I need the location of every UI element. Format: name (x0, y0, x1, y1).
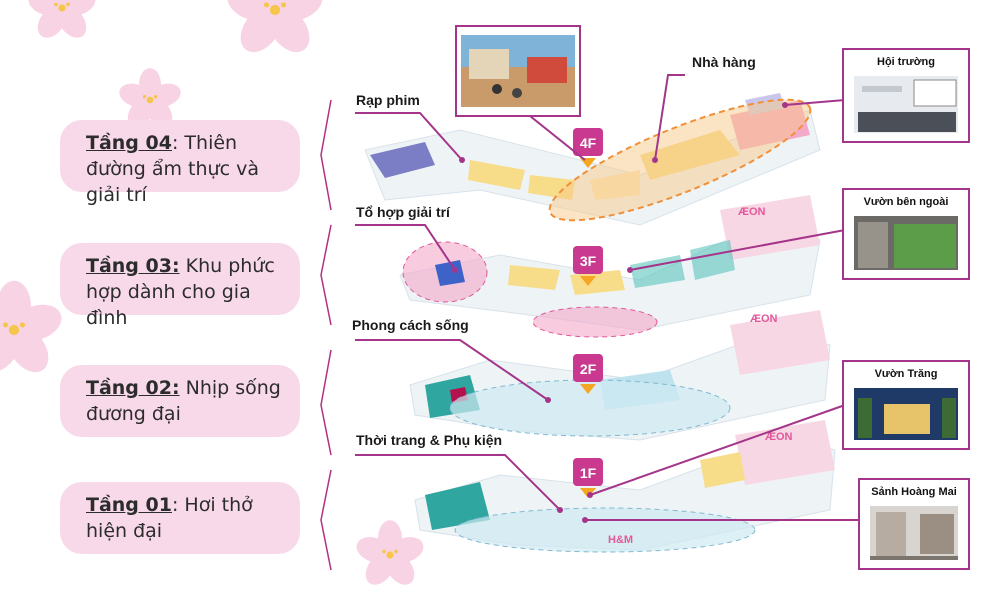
photo-caption: Sảnh Hoàng Mai (871, 486, 957, 498)
photo-lobby: Sảnh Hoàng Mai (858, 478, 970, 570)
callout-cinema: Rạp phim (356, 92, 420, 108)
store-logo-aeon: ÆON (750, 313, 778, 325)
floor-number: Tầng 04 (86, 132, 172, 154)
separator: : (171, 132, 179, 154)
callout-entertainment: Tổ hợp giải trí (356, 204, 450, 220)
photo-caption: Hội trường (877, 56, 935, 68)
floor-badge-1: 1F (573, 458, 603, 498)
floor-badges: 4F 3F 2F 1F (573, 128, 603, 498)
store-logo-aeon: ÆON (738, 206, 766, 218)
callout-lifestyle: Phong cách sống (352, 317, 469, 333)
svg-text:1F: 1F (580, 465, 597, 481)
store-logo-aeon: ÆON (765, 431, 793, 443)
hall-image (854, 76, 958, 133)
photo-caption: Vườn bên ngoài (863, 196, 949, 208)
floor-badge-3: 3F (573, 246, 603, 286)
floor-plans: ÆON ÆON ÆON H&M (364, 93, 836, 553)
floor-card-4: Tầng 04: Thiên đường ẩm thực và giải trí (60, 120, 300, 206)
floor-2-plan (409, 310, 831, 441)
lobby-image (870, 506, 958, 560)
floor-number: Tầng 02: (86, 377, 180, 399)
moon-garden-image (854, 388, 958, 440)
floor-number: Tầng 01 (86, 494, 172, 516)
floor-description: Thiên đường ẩm thực và giải trí (86, 132, 259, 206)
photo-caption: Vườn Trăng (874, 368, 938, 380)
callout-restaurant: Nhà hàng (692, 54, 756, 70)
floor-4-plan (364, 93, 821, 226)
separator: : (171, 494, 179, 516)
floor-card-1: Tầng 01: Hơi thở hiện đại (60, 482, 300, 554)
svg-text:2F: 2F (580, 361, 597, 377)
floor-description: Hơi thở hiện đại (86, 494, 253, 542)
photo-hall: Hội trường (842, 48, 970, 143)
outdoor-garden-image (854, 216, 958, 270)
floor-number: Tầng 03: (86, 255, 180, 277)
bracket-lines (320, 99, 332, 571)
floor-card-3: Tầng 03: Khu phức hợp dành cho gia đình (60, 243, 300, 329)
floor-description: Khu phức hợp dành cho gia đình (86, 255, 275, 329)
svg-text:3F: 3F (580, 253, 597, 269)
floor-badge-4: 4F (573, 128, 603, 168)
food-court-image (461, 35, 575, 107)
photo-moon-garden: Vườn Trăng (842, 360, 970, 450)
svg-text:4F: 4F (580, 135, 597, 151)
photo-food-court (455, 25, 581, 117)
callout-fashion: Thời trang & Phụ kiện (356, 432, 503, 448)
floor-description: Nhịp sống đương đại (86, 377, 281, 425)
photo-outdoor-garden: Vườn bên ngoài (842, 188, 970, 280)
floor-card-2: Tầng 02: Nhịp sống đương đại (60, 365, 300, 437)
store-logo-hm: H&M (608, 534, 633, 546)
floor-badge-2: 2F (573, 354, 603, 394)
